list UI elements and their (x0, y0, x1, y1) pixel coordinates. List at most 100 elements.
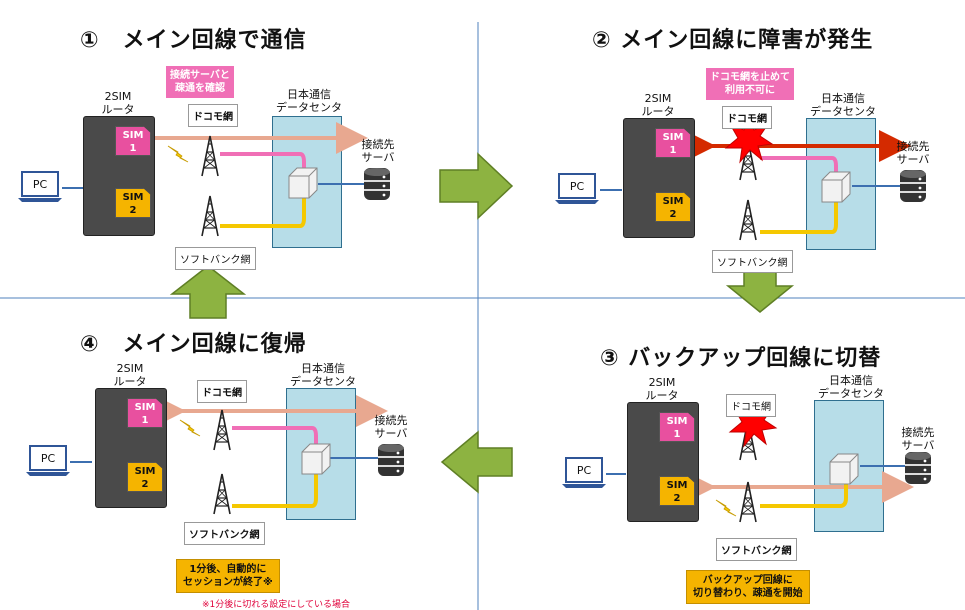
server-label-line1: 接続先 (901, 426, 935, 439)
q4-sim1: SIM 1 (127, 398, 163, 428)
q3-server-label: 接続先 サーバ (898, 426, 938, 452)
flow-arrow-down-icon (725, 271, 795, 313)
router-label-line2: ルータ (641, 105, 675, 118)
lightning-icon (179, 419, 201, 437)
q3-callout-line1: バックアップ回線に (702, 575, 793, 586)
router-label-line2: ルータ (645, 389, 679, 402)
sim2-top: SIM (662, 196, 684, 207)
router-label-line2: ルータ (113, 375, 147, 388)
router-label-line1: 2SIM (648, 376, 676, 389)
q2-lines (684, 130, 911, 234)
q3-router-label: 2SIM ルータ (632, 376, 692, 402)
router-label-line1: 2SIM (116, 362, 144, 375)
server-label-line1: 接続先 (361, 138, 395, 151)
q3-callout: バックアップ回線に 切り替わり、疎通を開始 (686, 570, 810, 604)
q2-router-label: 2SIM ルータ (628, 92, 688, 118)
docomo-tower-icon (213, 409, 231, 451)
q4-callout: 1分後、自動的に セッションが終了※ (176, 559, 280, 593)
q3-dc-label: 日本通信 データセンタ (806, 374, 896, 400)
q2-title: ② メイン回線に障害が発生 (592, 28, 874, 53)
q2-callout: ドコモ網を止めて 利用不可に (706, 68, 794, 100)
q4-lines (154, 395, 388, 508)
q1-sim1: SIM 1 (115, 126, 151, 156)
q4-softbank-label: ソフトバンク網 (184, 522, 265, 545)
q3-sim2: SIM 2 (659, 476, 695, 506)
q1-sim2: SIM 2 (115, 188, 151, 218)
router-label-line1: 2SIM (104, 90, 132, 103)
server-label-line1: 接続先 (374, 414, 408, 427)
docomo-tower-icon (201, 135, 219, 177)
sim2-bottom: 2 (673, 493, 681, 504)
sim2-bottom: 2 (141, 479, 149, 490)
q3-callout-line2: 切り替わり、疎通を開始 (693, 588, 803, 599)
q4-docomo-label: ドコモ網 (197, 380, 247, 403)
q3-softbank-label: ソフトバンク網 (716, 538, 797, 561)
flow-arrow-up-icon (169, 265, 247, 319)
gateway-cube-icon (301, 443, 331, 475)
q4-note: ※1分後に切れる設定にしている場合 (202, 600, 350, 610)
q1-softbank-label: ソフトバンク網 (175, 247, 256, 270)
q4-server-label: 接続先 サーバ (371, 414, 411, 440)
sim1-bottom: 1 (141, 415, 149, 426)
softbank-tower-icon (201, 195, 219, 237)
sim2-top: SIM (134, 466, 156, 477)
q1-pc-label: PC (32, 178, 48, 191)
gateway-cube-icon (288, 167, 318, 199)
sim1-bottom: 1 (129, 143, 137, 154)
q1-docomo-label: ドコモ網 (188, 104, 238, 127)
gateway-cube-icon (829, 453, 859, 485)
dc-label-line1: 日本通信 (821, 92, 865, 105)
flow-arrow-left-icon (440, 430, 513, 494)
dc-label-line2: データセンタ (276, 101, 342, 114)
dc-label-line2: データセンタ (810, 105, 876, 118)
sim1-bottom: 1 (669, 145, 677, 156)
q3-title: ③ バックアップ回線に切替 (600, 346, 882, 371)
q4-router-label: 2SIM ルータ (100, 362, 160, 388)
q2-server-label: 接続先 サーバ (893, 140, 933, 166)
q4-callout-line1: 1分後、自動的に (189, 564, 267, 575)
server-icon (363, 167, 391, 201)
server-icon (904, 451, 932, 485)
sim1-top: SIM (662, 132, 684, 143)
q2-pc-label: PC (569, 180, 585, 193)
dc-label-line1: 日本通信 (829, 374, 873, 387)
q1-lines (122, 122, 368, 228)
q1-callout-line1: 接続サーバと (170, 70, 230, 81)
q1-callout: 接続サーバと 疎通を確認 (166, 66, 234, 98)
router-label-line2: ルータ (101, 103, 135, 116)
sim2-top: SIM (122, 192, 144, 203)
q2-dc-label: 日本通信 データセンタ (798, 92, 888, 118)
server-label-line2: サーバ (374, 427, 408, 440)
q1-dc-label: 日本通信 データセンタ (264, 88, 354, 114)
q1-callout-line2: 疎通を確認 (174, 83, 225, 94)
q3-docomo-label: ドコモ網 (726, 394, 776, 417)
dc-label-line2: データセンタ (290, 375, 356, 388)
q3-pc-label: PC (576, 464, 592, 477)
sim1-bottom: 1 (673, 429, 681, 440)
sim2-bottom: 2 (129, 205, 137, 216)
q4-sim2: SIM 2 (127, 462, 163, 492)
q4-callout-line2: セッションが終了※ (183, 577, 273, 588)
q1-server-label: 接続先 サーバ (358, 138, 398, 164)
q1-title: ① メイン回線で通信 (80, 28, 307, 53)
sim1-top: SIM (134, 402, 156, 413)
server-label-line1: 接続先 (896, 140, 930, 153)
softbank-tower-icon (213, 473, 231, 515)
lightning-icon (167, 145, 189, 163)
sim2-top: SIM (666, 480, 688, 491)
q3-lines (684, 465, 914, 508)
server-label-line2: サーバ (361, 151, 395, 164)
sim2-bottom: 2 (669, 209, 677, 220)
dc-label-line2: データセンタ (818, 387, 884, 400)
flow-arrow-right-icon (439, 152, 514, 220)
softbank-tower-icon (739, 199, 757, 241)
q4-title: ④ メイン回線に復帰 (80, 332, 307, 357)
server-label-line2: サーバ (901, 439, 935, 452)
q2-docomo-label: ドコモ網 (722, 106, 772, 129)
q2-callout-line2: 利用不可に (725, 85, 775, 96)
q2-sim1: SIM 1 (655, 128, 691, 158)
q2-sim2: SIM 2 (655, 192, 691, 222)
q4-pc-label: PC (40, 452, 56, 465)
gateway-cube-icon (821, 171, 851, 203)
dc-label-line1: 日本通信 (287, 88, 331, 101)
